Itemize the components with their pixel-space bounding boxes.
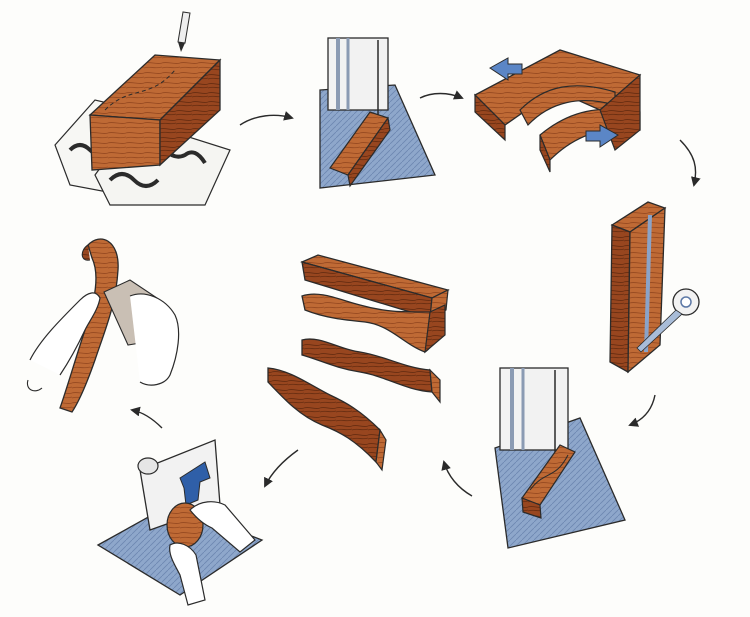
step-bandsaw-rip: [320, 38, 435, 188]
step-bandsaw-cut-curve: [495, 368, 625, 548]
step-clamp-glue: [475, 50, 640, 172]
flow-arrow-3: [680, 140, 696, 185]
flow-arrow-1: [240, 115, 292, 125]
bandsaw-icon: [500, 368, 568, 458]
flow-arrow-5: [444, 462, 472, 496]
flow-arrow-2: [420, 94, 462, 99]
flow-arrow-4: [630, 395, 655, 425]
bandsaw-icon: [328, 38, 388, 120]
step-cut-pieces: [268, 255, 448, 470]
step-trace-template: [55, 12, 230, 205]
step-hand-sand-finish: [27, 239, 178, 412]
step-tape-blank: [610, 202, 699, 372]
curved-pieces-icon: [268, 255, 448, 470]
step-belt-sand: [98, 440, 262, 605]
flow-arrow-6: [265, 450, 298, 486]
pencil-tracing-icon: [178, 12, 190, 52]
flow-arrow-7: [132, 410, 162, 428]
